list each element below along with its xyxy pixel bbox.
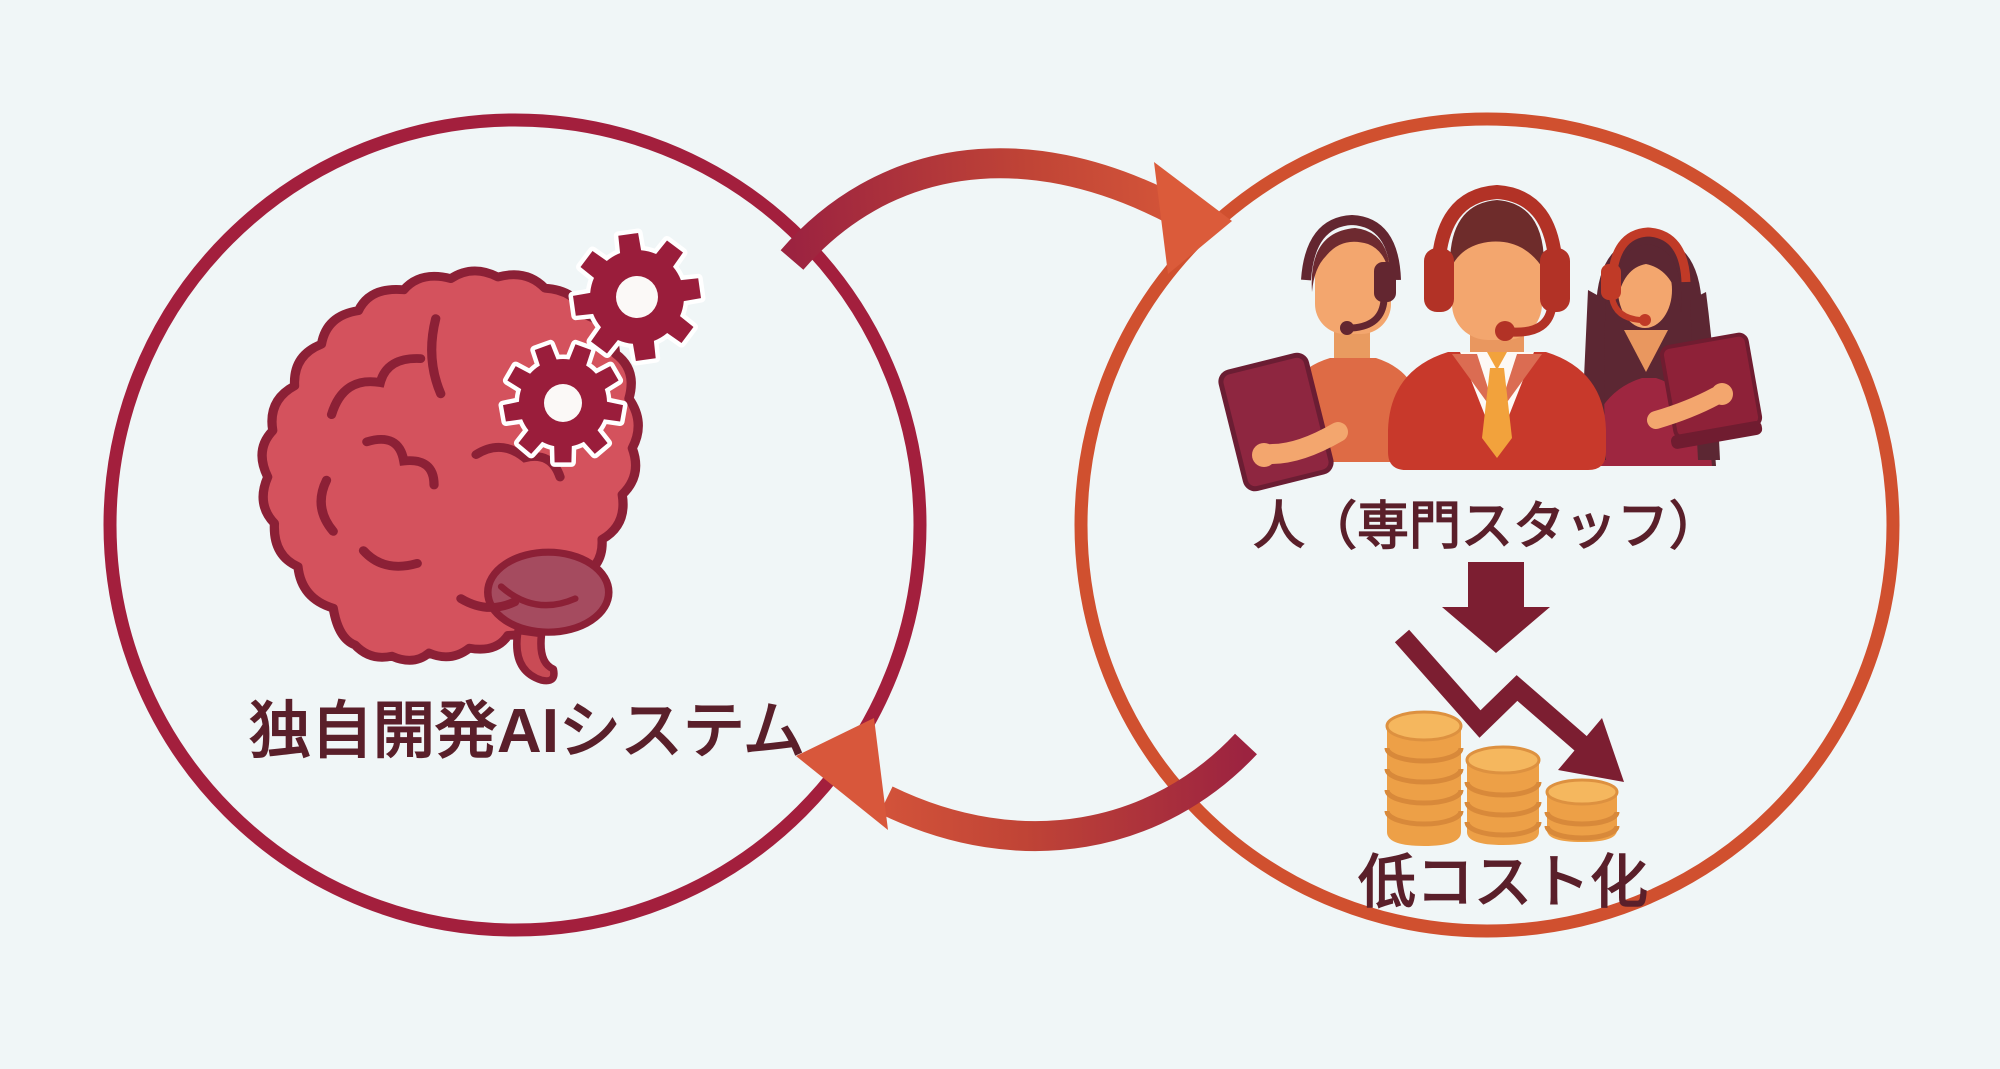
face <box>1315 240 1391 334</box>
headset-earcup-icon <box>1540 248 1570 312</box>
hand <box>1252 443 1276 467</box>
headset-band-icon <box>1607 227 1691 283</box>
down-arrow-icon <box>1442 562 1550 653</box>
headset-earcup-icon <box>1601 264 1621 300</box>
headset-mic-icon <box>1351 299 1388 332</box>
mic-tip <box>1340 321 1354 335</box>
brain-stem <box>513 627 558 685</box>
coin-stack-tall <box>1384 710 1464 846</box>
headset-band-icon <box>1431 184 1563 273</box>
cycle-arrow-top-icon <box>780 148 1232 274</box>
cycle-arrow-bottom-icon <box>796 718 1257 852</box>
left-circle-label: 独自開発AIシステム <box>249 697 805 766</box>
neck <box>1624 330 1668 372</box>
agent-center-icon <box>1388 184 1606 470</box>
gear-hole <box>616 276 658 318</box>
headset-earcup-icon <box>1424 248 1454 312</box>
face <box>1618 252 1672 328</box>
mic-tip <box>1639 314 1651 326</box>
lapel <box>1452 354 1497 416</box>
headset-earcup-icon <box>1374 262 1396 302</box>
forearm <box>1262 422 1348 464</box>
brain-cerebellum <box>484 548 613 636</box>
staff-label: 人（専門スタッフ） <box>1253 498 1721 556</box>
agent-male-icon <box>1218 214 1422 492</box>
tie-icon <box>1482 368 1512 458</box>
mic-tip <box>1495 321 1515 341</box>
headset-band-icon <box>1301 214 1401 281</box>
tie-knot <box>1487 352 1507 370</box>
forearm <box>1647 387 1725 429</box>
brain-gears-icon <box>257 228 706 685</box>
hair-fringe <box>1616 244 1682 312</box>
hand <box>1711 383 1733 405</box>
coin-stack-short <box>1544 778 1620 842</box>
hair <box>1449 200 1545 270</box>
call-center-team-icon <box>1218 184 1763 492</box>
headset-mic-icon <box>1511 303 1557 337</box>
hair <box>1311 228 1391 292</box>
right-circle <box>1074 112 1900 938</box>
gear-hole <box>544 384 582 422</box>
left-circle <box>103 113 927 937</box>
lapel <box>1497 354 1542 416</box>
coin-stacks-icon <box>1384 710 1620 846</box>
headset-mic-icon <box>1609 297 1641 323</box>
agent-female-icon <box>1580 227 1763 466</box>
coin-stack-medium <box>1464 745 1542 845</box>
cost-decline-arrow-icon <box>1394 629 1624 782</box>
cost-label: 低コスト化 <box>1358 850 1648 915</box>
